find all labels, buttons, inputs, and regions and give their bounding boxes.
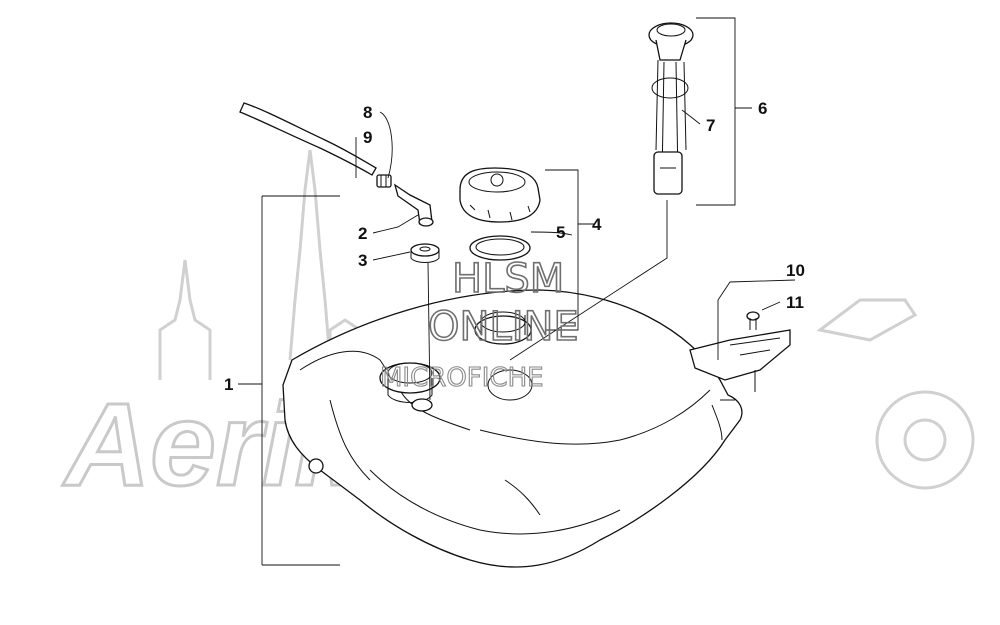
hose-clamp xyxy=(376,174,392,188)
watermark-microfiche: MICROFICHE xyxy=(380,363,544,393)
callout-6: 6 xyxy=(758,99,767,118)
fuel-tank xyxy=(282,289,743,568)
mounting-bracket xyxy=(689,329,791,392)
vent-hose xyxy=(239,102,377,176)
callout-10: 10 xyxy=(786,261,805,280)
watermark-hlsm: HLSM xyxy=(452,256,564,302)
callout-5: 5 xyxy=(556,223,565,242)
callout-4: 4 xyxy=(592,215,602,234)
callout-1: 1 xyxy=(224,375,233,394)
watermark-online: ONLINE xyxy=(428,304,579,350)
fitting-elbow xyxy=(393,183,434,227)
callout-2: 2 xyxy=(358,224,367,243)
bracket-screw xyxy=(746,311,760,330)
fuel-gauge-sender xyxy=(648,22,694,195)
callout-7: 7 xyxy=(706,116,715,135)
callout-8: 8 xyxy=(363,103,372,122)
callout-labels: 1 2 3 4 5 6 7 8 9 10 11 xyxy=(224,99,805,394)
grommet xyxy=(410,243,440,263)
fuel-cap xyxy=(459,167,541,223)
callout-11: 11 xyxy=(786,293,804,312)
cap-gasket xyxy=(469,235,531,261)
leader-lines xyxy=(238,17,796,566)
callout-9: 9 xyxy=(363,128,372,147)
callout-3: 3 xyxy=(358,251,367,270)
